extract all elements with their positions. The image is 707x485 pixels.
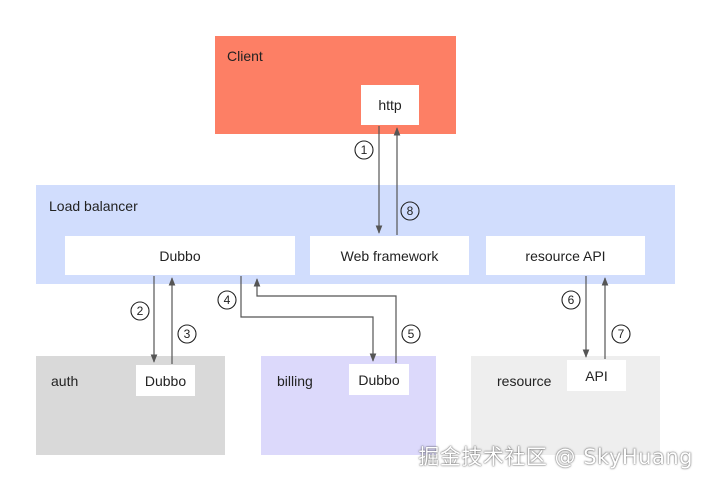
step-5-badge	[401, 324, 421, 344]
lb-dubbo-box: Dubbo	[65, 236, 295, 275]
step-7-label: 7	[618, 327, 625, 341]
step-7-badge	[611, 324, 631, 344]
step-2-label: 2	[137, 304, 144, 318]
auth-title: auth	[51, 373, 79, 389]
step-6-label: 6	[568, 293, 575, 307]
auth-dubbo-box: Dubbo	[136, 365, 195, 396]
client-title: Client	[227, 48, 263, 64]
step-8-badge	[400, 201, 420, 221]
step-6-badge	[561, 290, 581, 310]
step-3-badge	[177, 324, 197, 344]
lb-resource-api-box: resource API	[486, 236, 645, 275]
billing-title: billing	[277, 373, 313, 389]
arrow-4	[240, 276, 377, 362]
watermark: 掘金技术社区 @ SkyHuang	[418, 445, 693, 469]
arrow-5	[253, 278, 397, 363]
step-1-badge	[354, 140, 374, 160]
billing-dubbo-box: Dubbo	[349, 364, 409, 395]
lb-web-framework-box: Web framework	[310, 236, 469, 275]
step-4-label: 4	[224, 293, 231, 307]
step-1-label: 1	[361, 143, 368, 157]
resource-api-box: API	[567, 360, 626, 391]
step-5-label: 5	[408, 327, 415, 341]
step-8-label: 8	[407, 204, 414, 218]
load-balancer-title: Load balancer	[49, 198, 138, 214]
resource-box	[471, 356, 660, 455]
resource-title: resource	[497, 373, 552, 389]
step-2-badge	[130, 301, 150, 321]
step-3-label: 3	[184, 327, 191, 341]
client-http-box: http	[361, 85, 419, 125]
step-4-badge	[217, 290, 237, 310]
